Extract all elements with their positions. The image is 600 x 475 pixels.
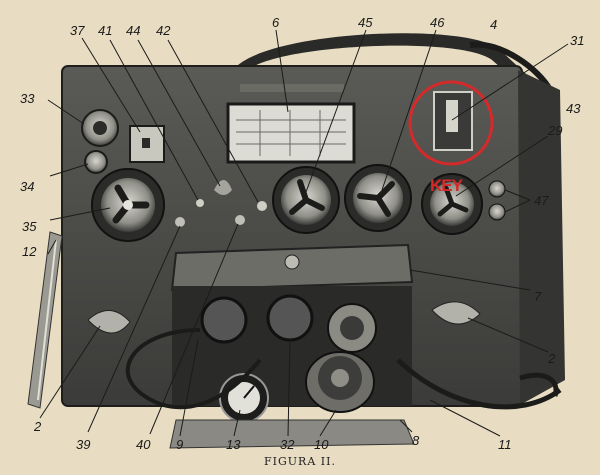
callout-4: 4: [490, 17, 498, 32]
callout-11: 11: [498, 437, 512, 452]
nameplate: [240, 84, 344, 92]
callout-6: 6: [272, 15, 280, 30]
callout-10: 10: [314, 437, 329, 452]
callout-9: 9: [176, 437, 184, 452]
callout-29: 29: [548, 123, 563, 138]
display-window: [226, 102, 356, 164]
callout-37: 37: [70, 23, 85, 38]
indicator-41: [196, 199, 204, 207]
callout-41: 41: [98, 23, 113, 38]
key-annotation: KEY: [430, 176, 463, 195]
callout-44: 44: [126, 23, 141, 38]
carry-strap: [235, 33, 552, 107]
callout-45: 45: [358, 15, 373, 30]
jack-40: [235, 215, 245, 225]
callout-2-left: 2: [34, 419, 42, 434]
callout-47: 47: [534, 193, 549, 208]
indicator-42: [257, 201, 267, 211]
jack-39: [175, 217, 185, 227]
figure-caption: FIGURA II.: [264, 455, 336, 468]
callout-34: 34: [20, 179, 35, 194]
callout-12: 12: [22, 244, 37, 259]
callout-43: 43: [566, 101, 581, 116]
callout-40: 40: [136, 437, 151, 452]
callout-39: 39: [76, 437, 91, 452]
base-plate-8: [169, 419, 415, 449]
callout-2-right: 2: [548, 351, 556, 366]
callout-7: 7: [534, 289, 542, 304]
callout-31: 31: [570, 33, 585, 48]
headphone-right: [266, 294, 314, 342]
terminal-47a: [488, 180, 506, 198]
side-bracket: [518, 70, 565, 405]
callout-13: 13: [226, 437, 241, 452]
leader-lines: [39, 29, 569, 437]
meter-window: [129, 125, 165, 163]
callout-35: 35: [22, 219, 37, 234]
clip-left: [87, 310, 131, 334]
callout-42: 42: [156, 23, 171, 38]
knob-34: [84, 150, 108, 174]
terminal-47b: [488, 203, 506, 221]
headphone-cord: [125, 328, 262, 410]
cord-11: [396, 358, 562, 410]
highlight-circle: [408, 80, 494, 166]
callout-8: 8: [412, 433, 420, 448]
headphone-left: [200, 296, 248, 344]
callout-33: 33: [20, 91, 35, 106]
callout-32: 32: [280, 437, 295, 452]
callout-46: 46: [430, 15, 445, 30]
side-handle-12: [27, 231, 63, 409]
